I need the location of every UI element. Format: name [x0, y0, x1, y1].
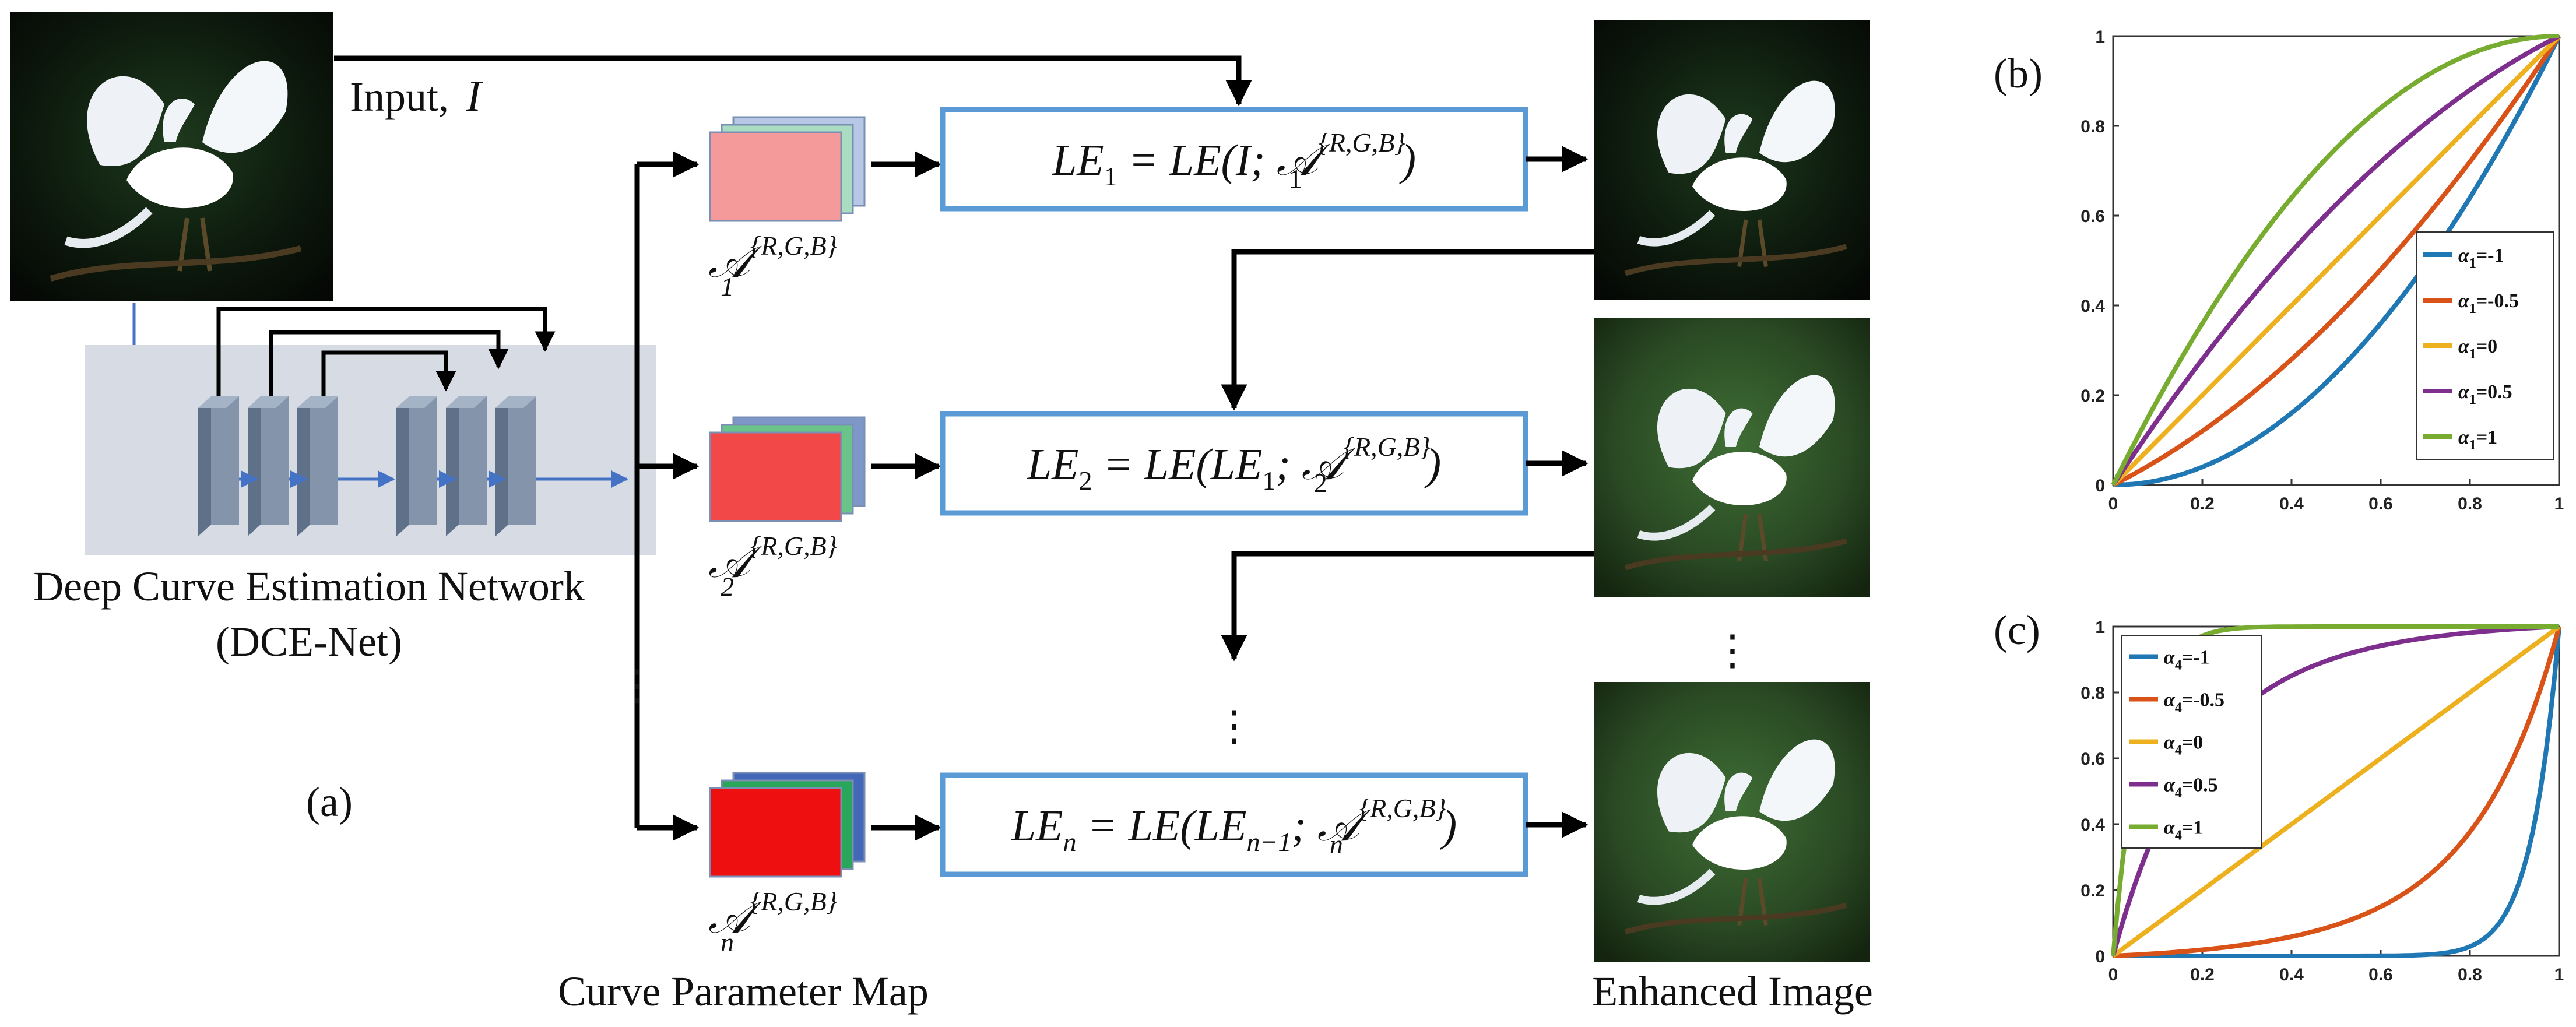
series-line [2113, 35, 2561, 487]
legend-entry: α1=0 [2458, 336, 2497, 362]
legend-entry: α4=0 [2164, 732, 2203, 758]
param-map-1: 𝒜{R,G,B}1 [708, 116, 866, 301]
y-tick-label: 0 [2095, 947, 2105, 966]
conv-layer [495, 396, 536, 536]
panel-b-label: (b) [1994, 50, 2043, 97]
le1-box [940, 107, 1528, 212]
y-tick-label: 0.8 [2081, 117, 2105, 136]
network-layers [198, 396, 536, 536]
network-title: Deep Curve Estimation Network [33, 563, 585, 610]
legend-entry: α1=1 [2458, 427, 2497, 453]
len-box [940, 772, 1528, 877]
x-tick-label: 0.4 [2279, 965, 2304, 984]
x-tick-label: 0 [2108, 965, 2118, 984]
series-line [2111, 624, 2561, 958]
chart-b: 0 0.2 0.4 0.6 0.8 1 0 0.2 0.4 0.6 0.8 1 α1=-1 α1=-0.5… [2081, 27, 2564, 514]
param-map-layer [709, 131, 842, 222]
x-tick-label: 0.2 [2190, 494, 2215, 514]
param-map-label: 𝒜{R,G,B}n [708, 887, 837, 957]
y-tick-label: 0.6 [2081, 750, 2105, 769]
curve-parameter-maps: 𝒜{R,G,B}1𝒜{R,G,B}2𝒜{R,G,B}n [708, 116, 866, 957]
series-line [2113, 626, 2561, 958]
series-line [2111, 34, 2561, 487]
x-tick-label: 0.6 [2368, 965, 2393, 984]
dce-net [85, 307, 656, 555]
chart-c: 0 0.2 0.4 0.6 0.8 1 0 0.2 0.4 0.6 0.8 1 α4=-1 α4=-0.5… [2081, 618, 2564, 984]
conv-layer [248, 396, 289, 536]
y-tick-label: 0 [2095, 476, 2105, 495]
param-map-2: 𝒜{R,G,B}2 [708, 416, 866, 602]
enhanced-image-label: Enhanced Image [1592, 968, 1873, 1015]
output-ellipsis: ⋮ [1712, 627, 1753, 674]
legend-entry: α1=-0.5 [2458, 290, 2519, 316]
legend-entry: α4=-0.5 [2164, 690, 2224, 716]
skip-connections [216, 307, 556, 396]
legend-entry: α4=-1 [2164, 647, 2210, 673]
y-tick-label: 0.6 [2081, 207, 2105, 226]
network-subtitle: (DCE-Net) [216, 618, 402, 665]
output-image-n [1594, 682, 1870, 962]
network-background [85, 345, 656, 555]
param-map-label: 𝒜{R,G,B}2 [708, 531, 837, 602]
x-tick-label: 0.8 [2458, 965, 2482, 984]
conv-layer [396, 396, 437, 536]
param-map-layer [709, 787, 842, 878]
conv-layer [198, 396, 239, 536]
x-tick-label: 0.8 [2458, 494, 2482, 514]
param-map-label: 𝒜{R,G,B}1 [708, 231, 837, 301]
input-variable: I [466, 72, 483, 121]
legend-entry: α1=-1 [2458, 245, 2504, 271]
x-tick-label: 1 [2554, 494, 2564, 514]
legend-entry: α1=0.5 [2458, 381, 2512, 407]
series-line [2112, 34, 2561, 487]
output-image-2 [1594, 318, 1870, 597]
output2-feedback-arrow [1221, 551, 1594, 662]
x-tick-label: 0.6 [2368, 494, 2393, 514]
x-tick-label: 0.2 [2190, 965, 2215, 984]
y-tick-label: 0.4 [2081, 815, 2105, 835]
y-tick-label: 0.2 [2081, 881, 2105, 901]
param-map-3: 𝒜{R,G,B}n [708, 772, 866, 957]
legend-entry: α4=1 [2164, 817, 2203, 843]
series-line [2111, 34, 2560, 486]
y-tick-label: 0.4 [2081, 297, 2105, 316]
conv-layer [446, 396, 487, 536]
x-tick-label: 0.4 [2279, 494, 2304, 514]
conv-layer [297, 396, 338, 536]
y-tick-label: 1 [2095, 27, 2105, 47]
panel-c-label: (c) [1994, 607, 2040, 653]
curve-parameter-map-label: Curve Parameter Map [558, 968, 929, 1015]
y-tick-label: 1 [2095, 618, 2105, 637]
le2-box [940, 411, 1528, 516]
param-map-layer [709, 431, 842, 522]
input-to-le1-arrow [334, 55, 1252, 107]
series-line [2113, 625, 2561, 958]
output-image-1 [1594, 20, 1870, 300]
y-tick-label: 0.2 [2081, 386, 2105, 406]
output1-feedback-arrow [1221, 249, 1594, 411]
y-tick-label: 0.8 [2081, 684, 2105, 703]
legend-entry: α4=0.5 [2164, 775, 2218, 801]
panel-a-label: (a) [306, 779, 353, 825]
input-label: Input, [350, 73, 449, 120]
series-line [2111, 34, 2560, 487]
x-tick-label: 1 [2554, 965, 2564, 984]
trunk-ellipsis: ⋮ [616, 662, 658, 709]
feedback-ellipsis: ⋮ [1213, 703, 1255, 750]
x-tick-label: 0 [2108, 494, 2118, 514]
input-image [10, 12, 333, 301]
